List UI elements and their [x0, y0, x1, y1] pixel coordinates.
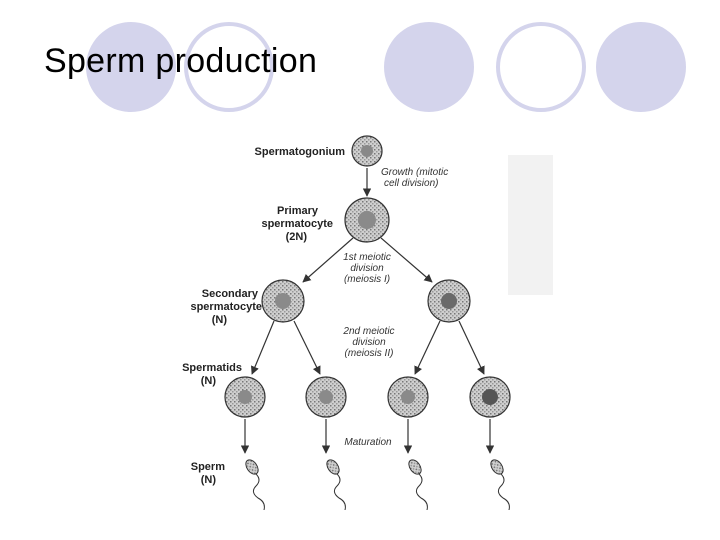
decorative-circle-1	[86, 22, 176, 112]
sperm-cell-2	[326, 459, 346, 510]
decorative-circle-2	[184, 22, 274, 112]
label-meiosis2-line1: 2nd meiotic	[342, 326, 394, 337]
label-secondary-line2: spermatocyte	[190, 301, 262, 313]
arrow-meiosis2-3	[414, 320, 441, 375]
spermatid-cell-1	[224, 376, 266, 418]
decorative-circle-3	[384, 22, 474, 112]
label-growth-line2: cell division)	[384, 178, 438, 189]
spermatogonium-cell	[351, 135, 383, 167]
arrow-meiosis1-left	[302, 237, 354, 283]
sperm-cell-1	[245, 459, 265, 510]
label-meiosis2-line2: division	[352, 337, 386, 348]
label-meiosis1-line1: 1st meiotic	[343, 252, 391, 263]
secondary-spermatocyte-cell-right	[427, 279, 471, 323]
label-sperm-line1: Sperm	[191, 461, 225, 473]
decorative-circle-4	[496, 22, 586, 112]
label-meiosis1-line2: division	[350, 263, 384, 274]
arrow-meiosis1-right	[380, 237, 433, 283]
label-primary-line1: Primary	[277, 205, 319, 217]
secondary-spermatocyte-cell-left	[261, 279, 305, 323]
label-spermatogonium: Spermatogonium	[255, 146, 346, 158]
sperm-cell-3	[408, 459, 428, 510]
label-sperm-line2: (N)	[201, 474, 217, 486]
label-maturation: Maturation	[344, 437, 392, 448]
spermatid-cell-2	[305, 376, 347, 418]
spermatogenesis-diagram: Spermatogonium Primary spermatocyte (2N)…	[182, 135, 553, 510]
arrow-meiosis2-1	[251, 320, 275, 375]
spermatid-cell-4	[469, 376, 511, 418]
spermatid-cell-3	[387, 376, 429, 418]
arrow-meiosis2-4	[458, 320, 485, 375]
label-primary-line2: spermatocyte	[261, 218, 333, 230]
slide-title: Sperm production	[44, 42, 318, 80]
label-spermatids-line1: Spermatids	[182, 362, 242, 374]
sperm-cell-4	[490, 459, 510, 510]
scan-shading	[508, 155, 553, 295]
primary-spermatocyte-cell	[344, 197, 390, 243]
label-secondary-line3: (N)	[212, 314, 228, 326]
label-meiosis2-line3: (meiosis II)	[345, 348, 394, 359]
label-secondary-line1: Secondary	[202, 288, 259, 300]
label-primary-line3: (2N)	[286, 231, 308, 243]
arrow-meiosis2-2	[293, 320, 321, 375]
label-spermatids-line2: (N)	[201, 375, 217, 387]
label-growth-line1: Growth (mitotic	[381, 167, 448, 178]
decorative-circle-5	[596, 22, 686, 112]
label-meiosis1-line3: (meiosis I)	[344, 274, 390, 285]
